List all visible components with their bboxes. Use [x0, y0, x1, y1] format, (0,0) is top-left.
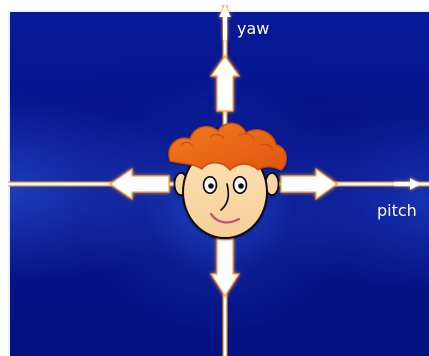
dark-blue-panel	[8, 10, 429, 356]
